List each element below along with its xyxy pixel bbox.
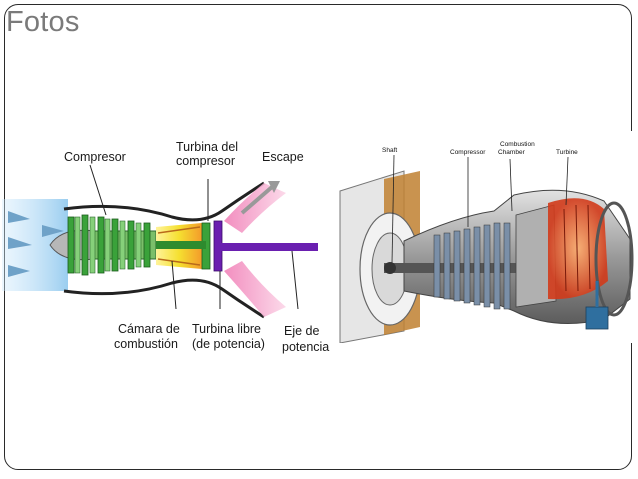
inlet-arrows	[8, 211, 64, 277]
label-turbine-en: Turbine	[556, 149, 578, 156]
cutaway-leader-lines	[391, 154, 569, 264]
turbine-section	[548, 198, 608, 300]
compressor-section	[433, 222, 511, 310]
slide-title: Fotos	[6, 6, 80, 38]
compressor-blades	[67, 214, 151, 276]
casing-lower	[63, 278, 265, 319]
combustion-chamber-cutaway	[515, 204, 557, 308]
label-free-turbine-1: Turbina libre	[192, 322, 261, 336]
exhaust-upper-flow	[224, 183, 286, 233]
label-combustion-en-2: Chamber	[498, 149, 526, 156]
leader-lines	[89, 164, 299, 310]
power-shaft	[218, 243, 318, 251]
label-exhaust: Escape	[262, 150, 304, 164]
combustion-liner-upper	[157, 226, 201, 234]
casing-upper	[63, 181, 265, 222]
turbine-blades	[563, 204, 591, 292]
gas-turbine-cutaway-illustration: Shaft Compressor Combustion Chamber Turb…	[334, 131, 636, 343]
turboshaft-schematic-diagram: Compresor Turbina del compresor Escape C…	[2, 140, 329, 354]
support-stand	[585, 306, 609, 330]
compressor-stators	[74, 216, 142, 274]
label-free-turbine-2: (de potencia)	[192, 337, 265, 351]
exhaust-arrow	[240, 185, 274, 215]
label-power-shaft-1: Eje de	[284, 324, 319, 338]
label-combustion-1: Cámara de	[118, 322, 180, 336]
label-compressor-turbine-1: Turbina del	[176, 140, 238, 154]
label-shaft: Shaft	[382, 147, 397, 154]
label-compressor: Compresor	[64, 150, 126, 164]
combustion-liner-lower	[157, 258, 201, 266]
label-compressor-turbine-2: compresor	[176, 154, 235, 168]
label-power-shaft-2: potencia	[282, 340, 329, 354]
label-combustion-en-1: Combustion	[500, 141, 535, 148]
compressor-shaft	[156, 241, 206, 249]
label-combustion-2: combustión	[114, 337, 178, 351]
label-compressor-en: Compressor	[450, 149, 486, 156]
exhaust-lower-flow	[224, 261, 286, 317]
exhaust-ring	[594, 201, 634, 317]
